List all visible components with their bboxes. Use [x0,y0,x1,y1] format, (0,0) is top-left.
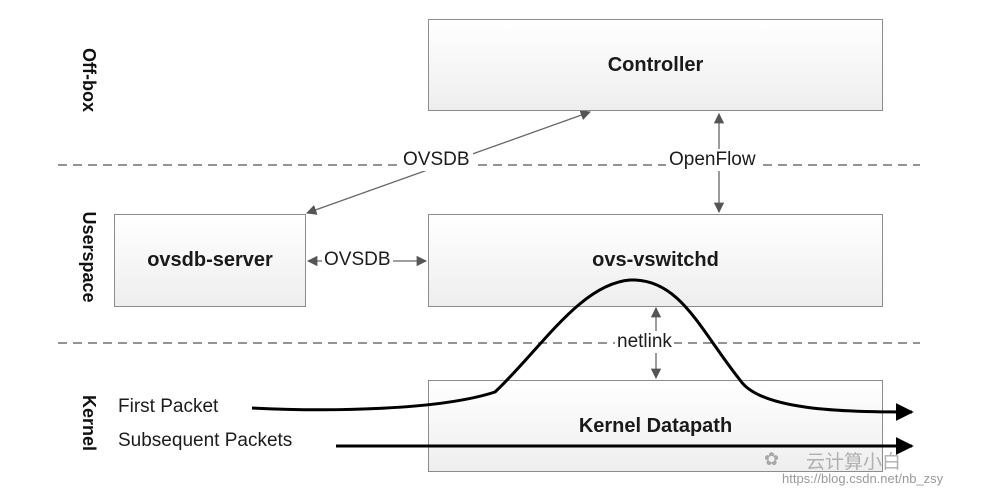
ovsdb-upper-label: OVSDB [400,149,473,171]
subsequent-packets-label: Subsequent Packets [118,430,293,451]
wechat-icon: ✿ [764,449,780,469]
ovs-vswitchd-box: ovs-vswitchd [428,214,883,307]
first-packet-label: First Packet [118,396,219,417]
kernel-datapath-box: Kernel Datapath [428,380,883,472]
controller-box: Controller [428,19,883,111]
openflow-label: OpenFlow [666,149,759,171]
ovsdb-server-box: ovsdb-server [114,214,306,307]
layer-label-userspace: Userspace [79,211,99,303]
netlink-label: netlink [615,331,674,353]
watermark-brand: 云计算小白 [806,452,902,473]
layer-label-offbox: Off-box [79,48,99,112]
layer-label-kernel: Kernel [79,394,99,452]
watermark: ✿ 云计算小白 https://blog.csdn.net/nb_zsy [760,447,980,492]
watermark-url: https://blog.csdn.net/nb_zsy [782,471,944,486]
ovsdb-lower-label: OVSDB [322,249,393,271]
first-packet-path [251,278,914,421]
